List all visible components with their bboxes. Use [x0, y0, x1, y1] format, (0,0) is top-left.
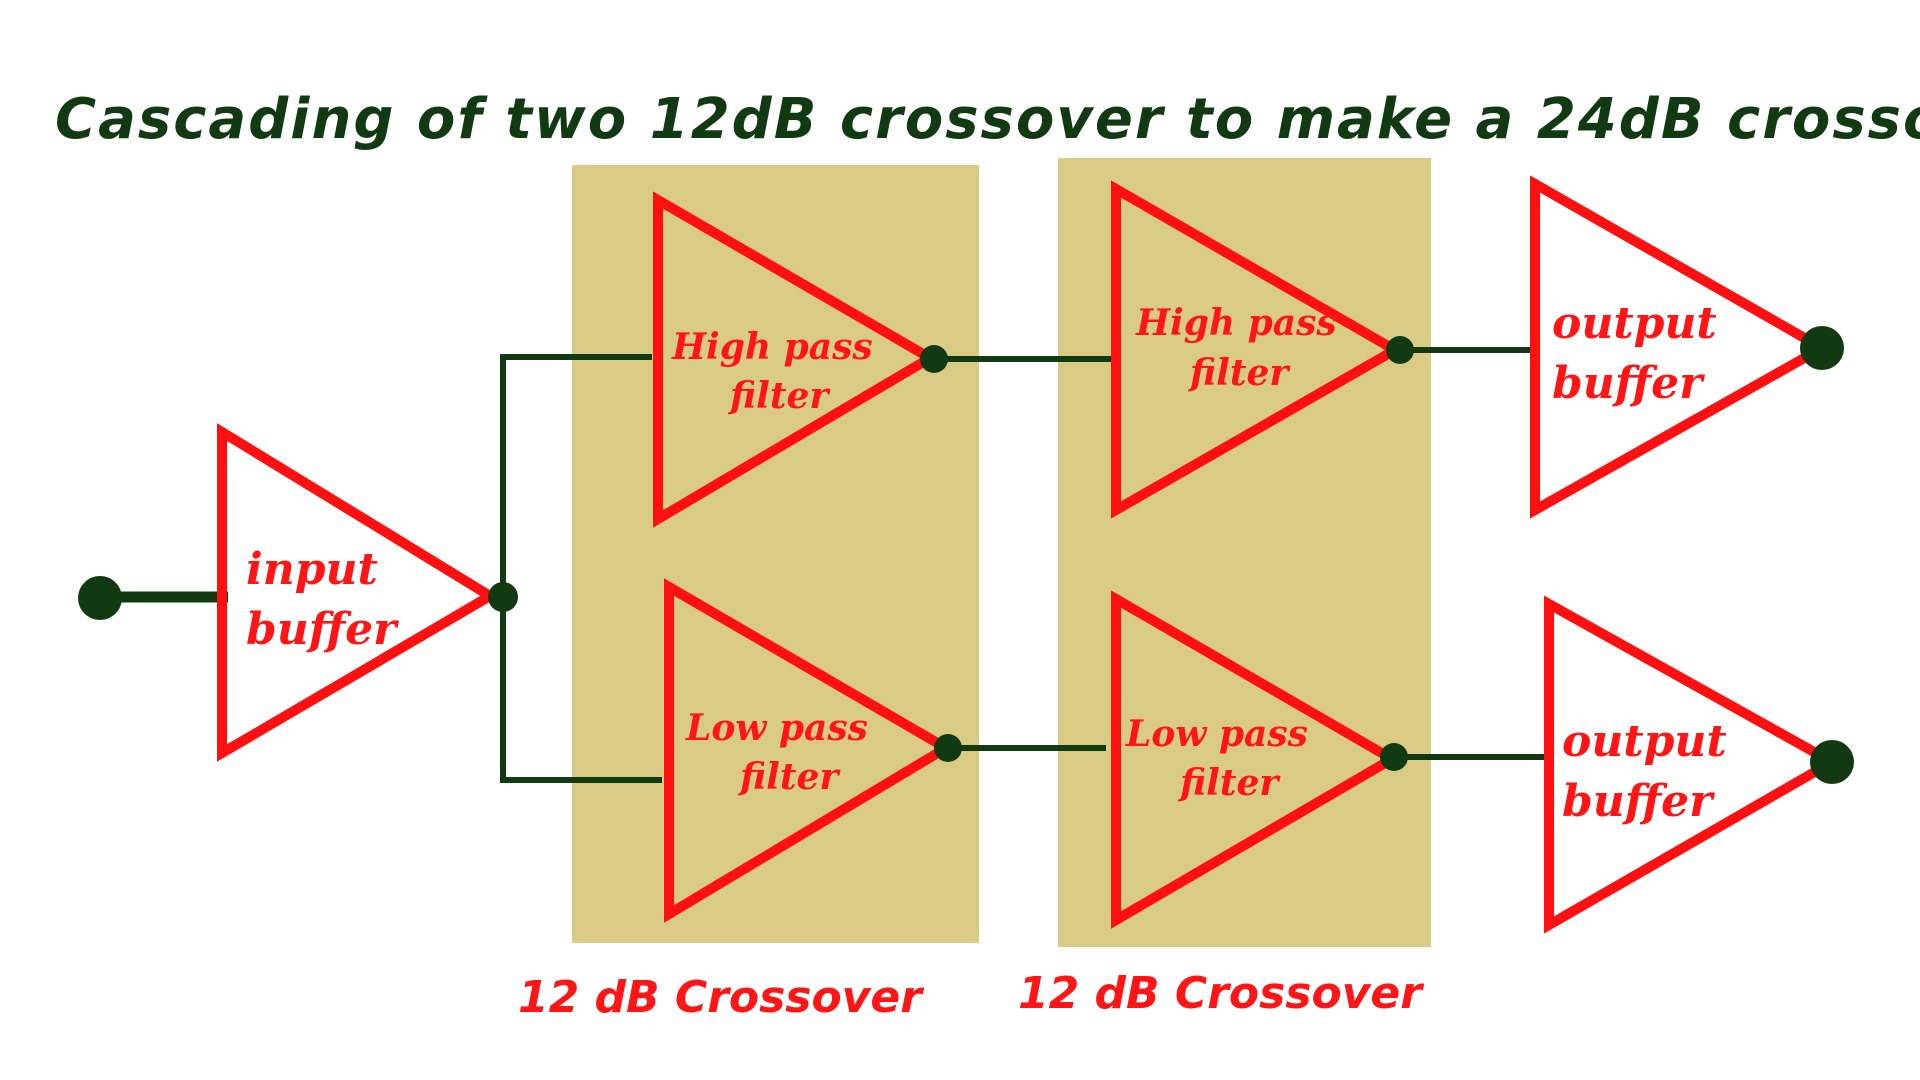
low-pass-2-output-node: [1380, 743, 1408, 771]
crossover-label-1: 12 dB Crossover: [518, 972, 924, 1023]
output-buffer-top-label-line2: buffer: [1552, 358, 1705, 409]
output-buffer-bottom-label-line2: buffer: [1562, 776, 1715, 827]
high-pass-2-output-node: [1386, 336, 1414, 364]
high-pass-1-output-node: [920, 345, 948, 373]
output-buffer-top-label-line1: output: [1552, 298, 1717, 349]
input-terminal: [78, 576, 122, 620]
input-buffer-label-line2: buffer: [246, 604, 399, 655]
split-wire: [500, 354, 662, 783]
low-pass-1-output-node: [934, 734, 962, 762]
high-pass-filter-2-triangle: [1111, 180, 1406, 519]
input-buffer-label-line1: input: [246, 544, 378, 595]
low-pass-filter-1-triangle: [664, 578, 956, 923]
low-pass-filter-2-triangle: [1111, 590, 1402, 929]
high-pass-filter-1-label-line2: filter: [727, 375, 831, 417]
low-pass-filter-2-label-line2: filter: [1177, 762, 1281, 804]
output-buffer-bottom-label-line1: output: [1562, 716, 1727, 767]
high-pass-filter-1-label-line1: High pass: [671, 326, 873, 368]
output-buffer-bottom-triangle: [1544, 595, 1843, 934]
diagram-title: Cascading of two 12dB crossover to make …: [55, 87, 1920, 152]
low-pass-filter-1-label-line2: filter: [737, 756, 841, 798]
high-pass-filter-2-label-line1: High pass: [1135, 302, 1337, 344]
crossover-panel-1: [572, 165, 979, 943]
output-terminal-top: [1800, 326, 1844, 370]
input-buffer-triangle: [217, 423, 500, 762]
output-terminal-bottom: [1810, 740, 1854, 784]
low-pass-filter-2-label-line1: Low pass: [1125, 713, 1308, 755]
low-pass-filter-1-label-line1: Low pass: [685, 707, 868, 749]
crossover-label-2: 12 dB Crossover: [1018, 968, 1424, 1019]
split-node: [488, 582, 518, 612]
high-pass-filter-1-triangle: [653, 191, 940, 528]
output-buffer-top-triangle: [1530, 175, 1833, 519]
high-pass-filter-2-label-line2: filter: [1187, 352, 1291, 394]
